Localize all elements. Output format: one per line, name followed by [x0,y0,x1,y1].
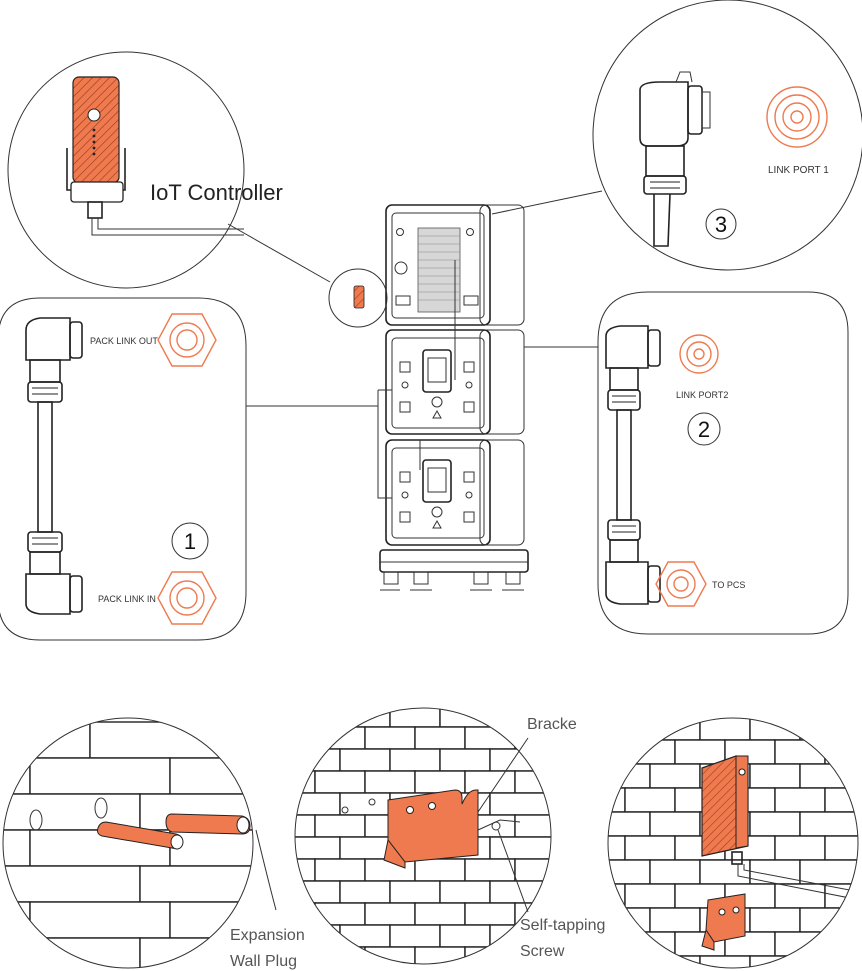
bracket-step: Bracke Self-tapping Screw [294,707,605,965]
to-pcs-label: TO PCS [712,580,745,590]
step-2-number: 2 [698,417,710,442]
controller-module [385,204,491,326]
step-3-number: 3 [715,212,727,237]
pack-link-out-label: PACK LINK OUT [90,336,158,346]
wall-plug-step: Expansion Wall Plug [2,717,305,970]
bracket-label: Bracke [527,716,577,733]
to-pcs-port [655,561,707,607]
mount-controller-step [607,717,859,969]
battery-module-2 [385,439,491,546]
leader-iot [227,223,331,283]
screw-label: Screw [520,943,565,960]
step-3-badge [705,208,737,240]
leader-link-port-1 [491,190,603,215]
link-port-2-panel: LINK PORT2 TO PCS 2 [597,291,849,635]
step-2-badge [687,412,721,446]
iot-controller-callout-small [328,268,388,328]
iot-controller-device [72,76,120,184]
link-port-1-label: LINK PORT 1 [768,165,829,176]
step-1-badge [171,522,209,560]
pack-link-out-port [157,313,217,367]
self-tapping-label: Self-tapping [520,917,605,934]
wall-plug-label: Wall Plug [230,953,297,970]
pack-link-panel: PACK LINK OUT PACK LINK IN 1 [0,297,247,641]
pack-link-in-port [157,571,217,625]
link-port-2-ring [679,334,719,374]
step-1-number: 1 [184,529,196,554]
link-port-1-ring [766,86,828,148]
iot-controller-callout: IoT Controller [7,51,283,289]
link-port-2-label: LINK PORT2 [676,390,728,400]
battery-stack [377,204,529,591]
pack-link-in-label: PACK LINK IN [98,594,156,604]
link-port-1-callout: LINK PORT 1 3 [592,0,862,271]
battery-module-1 [385,329,491,435]
iot-controller-label: IoT Controller [150,180,283,205]
expansion-label: Expansion [230,927,305,944]
